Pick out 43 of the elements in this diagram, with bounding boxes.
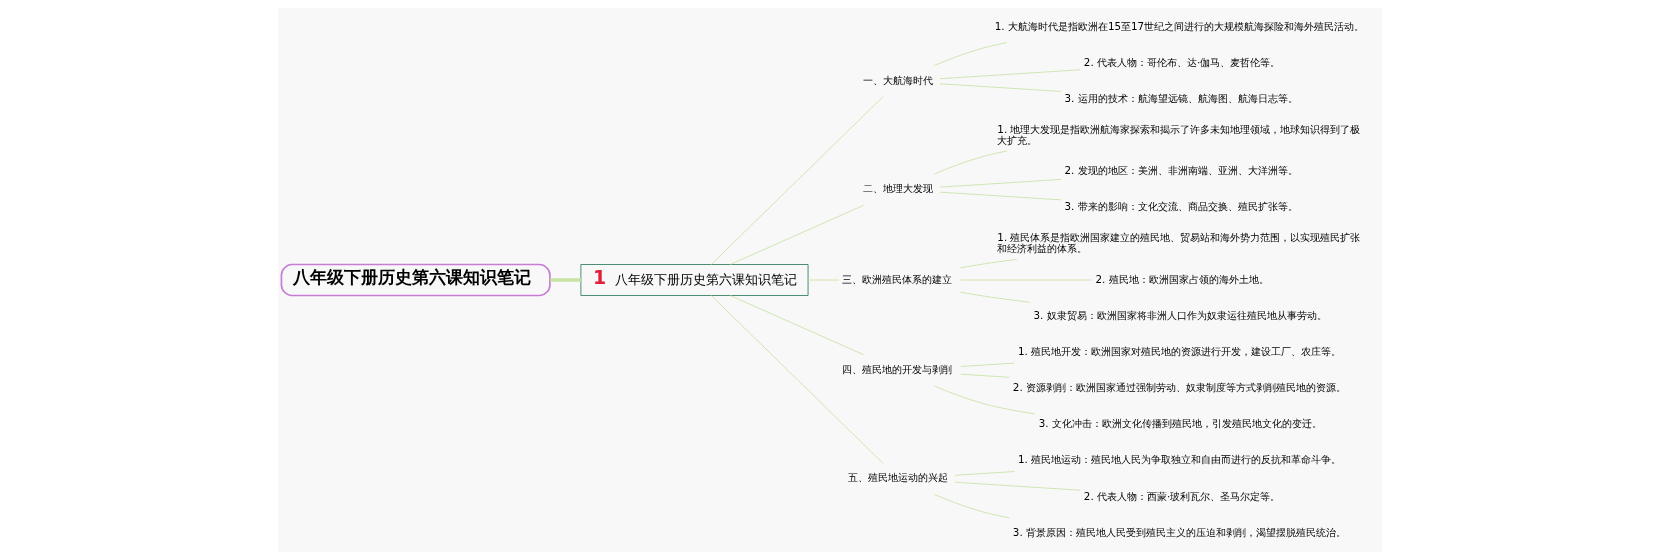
node-text: 3. 运用的技术：航海望远镜、航海图、航海日志等。 [1063, 91, 1298, 104]
node-text: 2. 代表人物：西蒙·玻利瓦尔、圣马尔定等。 [1083, 489, 1280, 502]
connector [710, 295, 883, 464]
node-text: 1. 殖民地运动：殖民地人民为争取独立和自由而进行的反抗和革命斗争。 [1017, 453, 1341, 466]
node-text: 四、殖民地的开发与剥削 [841, 363, 952, 376]
node-text: 2. 代表人物：哥伦布、达·伽马、麦哲伦等。 [1083, 55, 1280, 68]
connector [939, 179, 1061, 188]
node-text: 1. 地理大发现是指欧洲航海家探索和揭示了许多未知地理领域，地球知识得到了极大扩充。 [996, 122, 1360, 146]
connector [959, 362, 1015, 367]
connector [939, 83, 1061, 92]
connector [954, 481, 1081, 491]
connector [939, 191, 1061, 201]
connector [959, 291, 1030, 303]
node-text: 2. 发现的地区：美洲、非洲南端、亚洲、大洋洲等。 [1063, 164, 1298, 177]
node-text: 3. 奴隶贸易：欧洲国家将非洲人口作为奴隶运往殖民地从事劳动。 [1033, 308, 1327, 321]
node-text: 1. 大航海时代是指欧洲在15至17世纪之间进行的大规模航海探险和海外殖民活动。 [994, 19, 1364, 32]
node-text: 一、大航海时代 [862, 73, 933, 86]
node-text: 3. 背景原因：殖民地人民受到殖民主义的压迫和剥削，渴望摆脱殖民统治。 [1012, 525, 1346, 538]
connector [807, 279, 839, 281]
node-text: 1. 殖民地开发：欧洲国家对殖民地的资源进行开发，建设工厂、农庄等。 [1017, 344, 1341, 357]
node-text: 二、地理大发现 [862, 182, 933, 195]
connector [939, 69, 1081, 80]
node-text: 三、欧洲殖民体系的建立 [841, 272, 952, 285]
node-text: 2. 殖民地：欧洲国家占领的海外土地。 [1094, 272, 1269, 285]
node-text: 五、殖民地运动的兴起 [847, 471, 948, 484]
connector [710, 96, 883, 265]
node-text: 3. 文化冲击：欧洲文化传播到殖民地，引发殖民地文化的变迁。 [1038, 417, 1322, 430]
connector [959, 373, 1010, 378]
node-text: 1. 殖民体系是指欧洲国家建立的殖民地、贸易站和海外势力范围，以实现殖民扩张和经济利益的体系。 [996, 230, 1360, 255]
connector [933, 494, 1010, 519]
connector [959, 279, 1092, 281]
connector [933, 42, 1007, 66]
connector [729, 204, 864, 265]
connector [933, 385, 1035, 415]
node-text: 3. 带来的影响：文化交流、商品交换、殖民扩张等。 [1063, 200, 1298, 213]
connector [959, 258, 1017, 269]
connector [933, 150, 1007, 175]
connector [549, 278, 581, 282]
node-text: 2. 资源剥削：欧洲国家通过强制劳动、奴隶制度等方式剥削殖民地的资源。 [1012, 381, 1346, 394]
connector [954, 471, 1015, 476]
node-box: 八年级下册历史第六课知识笔记 [280, 263, 551, 297]
node-box: 1 八年级下册历史第六课知识笔记 [579, 264, 808, 296]
connector [729, 295, 864, 356]
